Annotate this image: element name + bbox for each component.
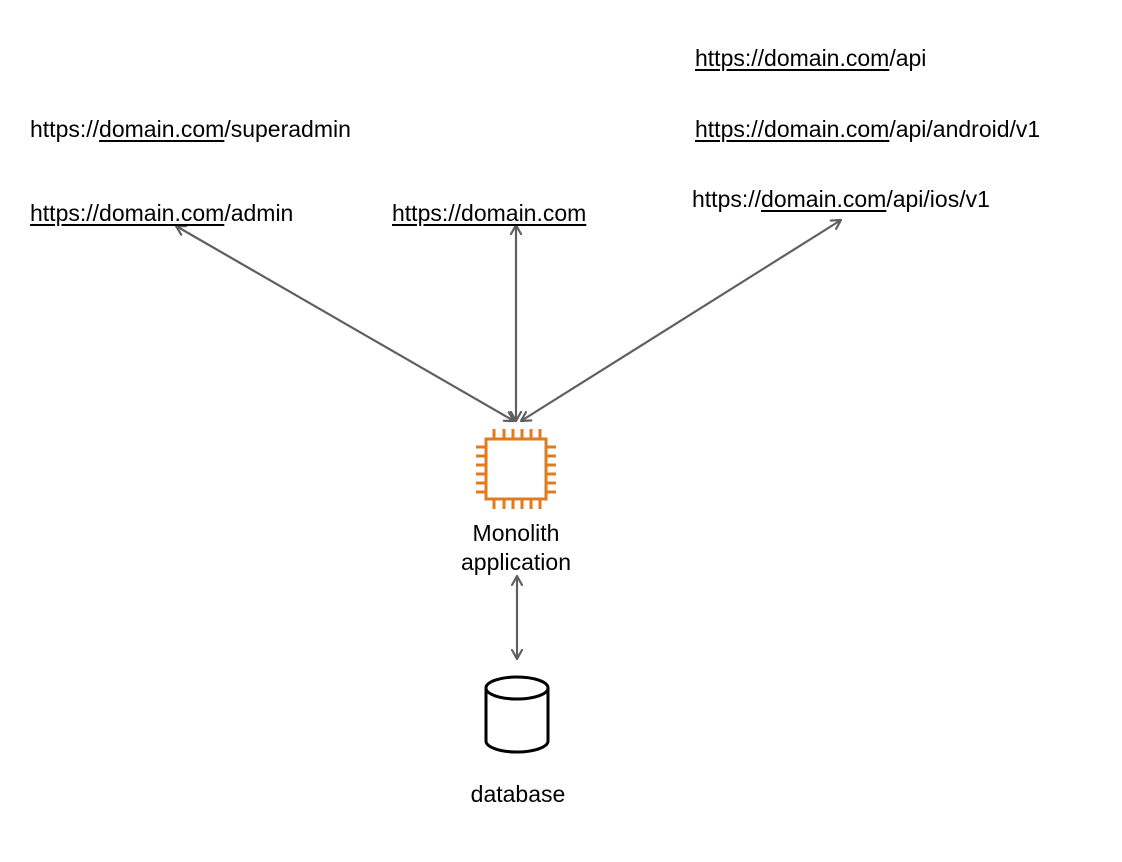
url-ios: https://domain.com/api/ios/v1 [692, 185, 990, 213]
database-cylinder-icon [484, 675, 550, 754]
url-android-suffix: /api/android/v1 [889, 116, 1041, 142]
processor-chip-icon [476, 429, 556, 509]
url-admin: https://domain.com/admin [30, 199, 293, 227]
arrow-admin-monolith [176, 226, 514, 421]
url-superadmin: https://domain.com/superadmin [30, 115, 351, 143]
url-superadmin-link[interactable]: domain.com [99, 116, 225, 142]
url-admin-suffix: /admin [224, 200, 294, 226]
url-api: https://domain.com/api [695, 44, 926, 72]
url-android-link[interactable]: https://domain.com [695, 116, 890, 142]
url-root: https://domain.com [392, 199, 586, 227]
url-ios-prefix: https:// [692, 186, 762, 212]
monolith-label: Monolith application [416, 519, 616, 577]
arrow-ios-monolith [521, 220, 841, 421]
url-superadmin-prefix: https:// [30, 116, 100, 142]
monolith-label-line2: application [461, 549, 571, 575]
url-admin-link[interactable]: https://domain.com [30, 200, 225, 226]
url-android: https://domain.com/api/android/v1 [695, 115, 1040, 143]
monolith-label-line1: Monolith [472, 520, 560, 546]
url-api-suffix: /api [889, 45, 927, 71]
url-superadmin-suffix: /superadmin [224, 116, 351, 142]
url-root-link[interactable]: https://domain.com [392, 200, 587, 226]
url-ios-suffix: /api/ios/v1 [886, 186, 990, 212]
database-label: database [470, 781, 566, 807]
url-api-link[interactable]: https://domain.com [695, 45, 890, 71]
url-ios-link[interactable]: domain.com [761, 186, 887, 212]
